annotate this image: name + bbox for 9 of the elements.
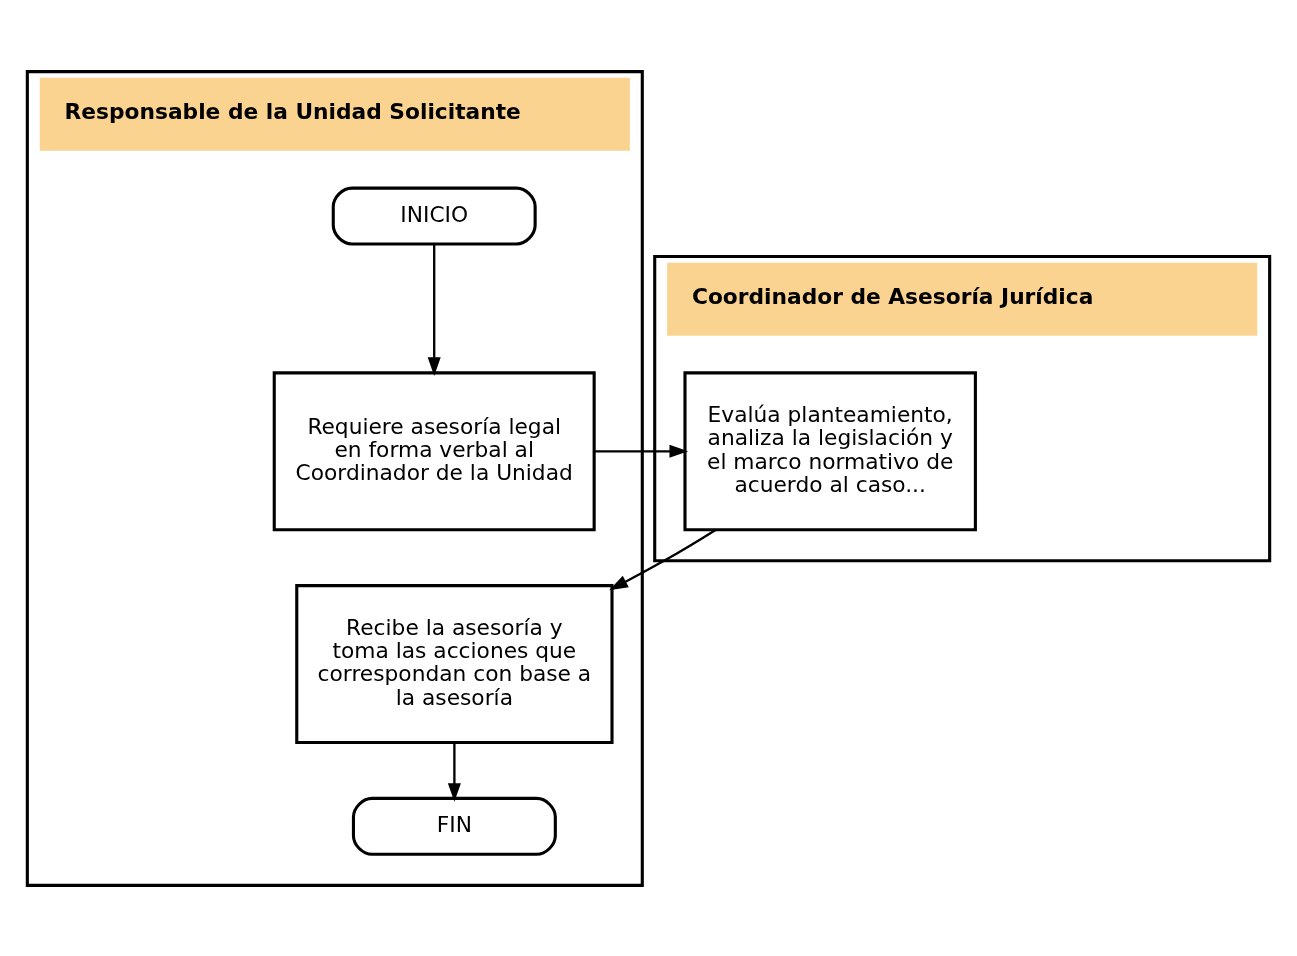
node-box: Evalúa planteamiento, analiza la legislación y el marco normativo de acuerdo al caso... bbox=[683, 370, 977, 531]
arrow bbox=[447, 742, 461, 802]
node-box: INICIO bbox=[331, 186, 537, 246]
node-box: FIN bbox=[351, 796, 557, 856]
node-box: Recibe la asesoría y toma las acciones que correspondan con base a la asesoría bbox=[295, 583, 614, 744]
arrow bbox=[609, 528, 717, 590]
arrow bbox=[594, 444, 689, 458]
arrow bbox=[427, 243, 441, 376]
node-box: Requiere asesoría legal en forma verbal al Coordinador de la Unidad bbox=[272, 370, 596, 531]
